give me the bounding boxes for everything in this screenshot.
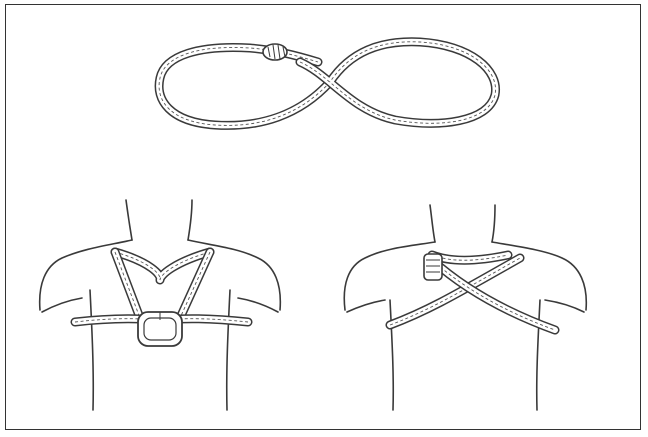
figure-eight-sling-icon <box>159 42 495 126</box>
chest-harness-carabiner-icon <box>40 200 281 410</box>
chest-harness-crossed-icon <box>344 205 586 410</box>
